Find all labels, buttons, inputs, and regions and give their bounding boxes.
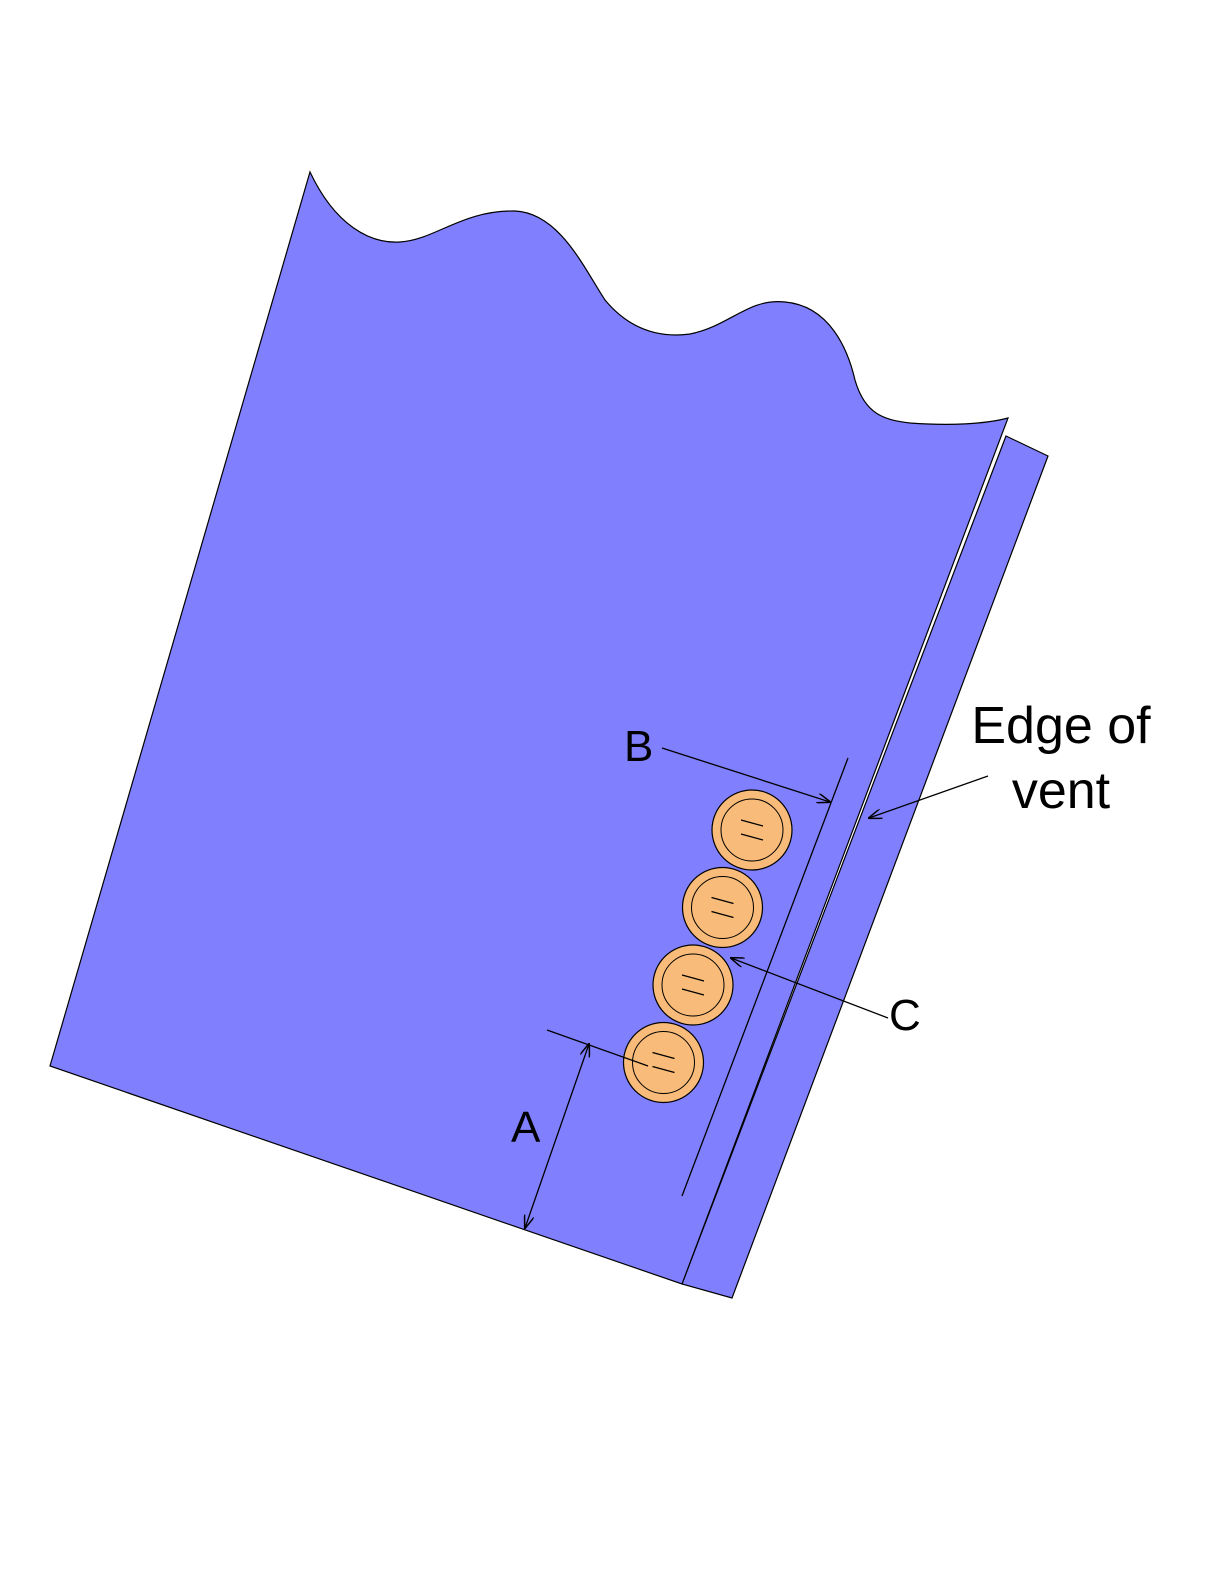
button-outer-ring: [622, 1021, 705, 1104]
button-outer-ring: [652, 944, 734, 1026]
button-slot: [681, 974, 705, 982]
dimension-a-guide: [546, 1029, 649, 1067]
button-inner-ring: [632, 1031, 695, 1094]
vent-button: [622, 1021, 705, 1104]
button-inner-ring: [720, 798, 784, 862]
button-outer-ring: [711, 789, 793, 871]
button-slot: [740, 819, 764, 827]
vent-underlap: [681, 435, 1049, 1299]
label-edge-of-vent-line2: vent: [1012, 762, 1111, 820]
button-outer-ring: [681, 866, 764, 949]
label-a: A: [511, 1103, 541, 1152]
stitch-line: [681, 757, 849, 1197]
edge-of-vent-arrow: [869, 775, 989, 818]
vent-button: [711, 789, 793, 871]
vent-button: [652, 944, 734, 1026]
button-slot: [681, 988, 705, 996]
label-b: B: [624, 722, 653, 771]
button-inner-ring: [691, 876, 754, 939]
button-slot: [740, 833, 764, 841]
label-edge-of-vent-line1: Edge of: [971, 697, 1151, 755]
sleeve-body: [49, 170, 1009, 1285]
label-c: C: [889, 991, 921, 1040]
button-slot: [652, 1065, 675, 1074]
vent-button: [681, 866, 764, 949]
button-slot: [711, 896, 734, 905]
dimension-a-arrow: [525, 1044, 589, 1228]
button-slot: [711, 910, 734, 919]
label-c-arrow: [731, 958, 889, 1019]
button-group: [622, 789, 793, 1104]
button-slot: [652, 1051, 675, 1060]
button-inner-ring: [661, 953, 725, 1017]
label-b-arrow: [661, 747, 830, 802]
